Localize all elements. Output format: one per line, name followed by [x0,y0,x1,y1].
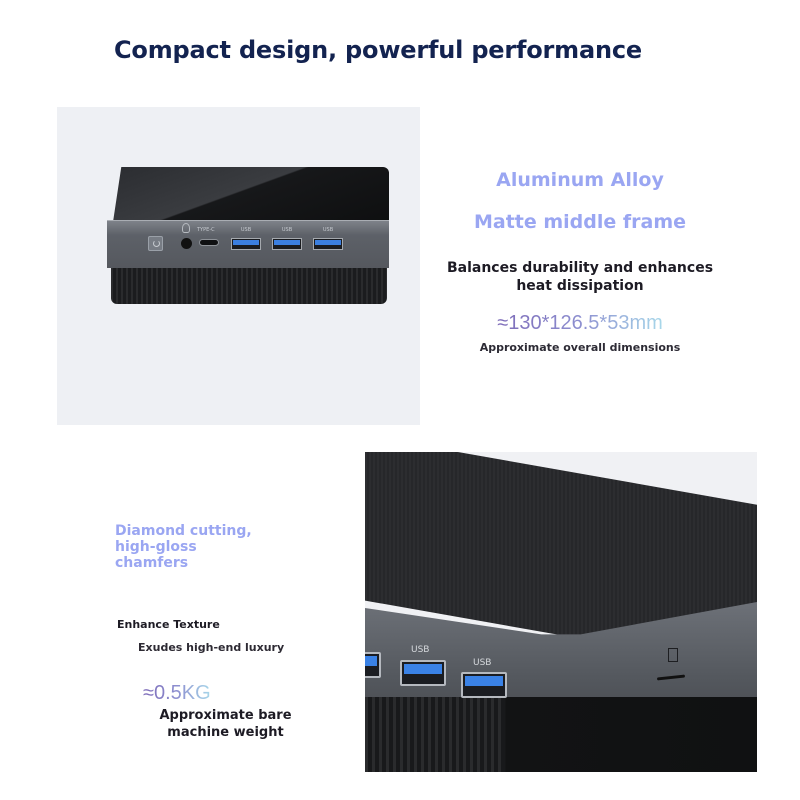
spec-title-matte-frame: Matte middle frame [473,211,687,233]
usb-label: USB [281,227,293,233]
dimensions-text: ≈130*126.5*53mm [497,312,663,334]
page-headline: Compact design, powerful performance [114,36,642,64]
weight-caption-line: Approximate bare [159,708,292,723]
pc-middle-frame: TYPE-C USB USB USB [107,220,389,268]
usb-port-icon [400,660,446,686]
audio-jack-icon [181,238,192,249]
usb-port-icon [272,238,302,250]
dimensions-caption: Approximate overall dimensions [479,341,681,354]
usb-label: USB [411,645,430,655]
dimensions-value: ≈130*126.5*53mm [430,310,730,335]
closeup-base-ribs [365,697,505,772]
feature-line: Diamond cutting, [115,523,252,539]
weight-caption-line: machine weight [167,725,284,740]
weight-text: ≈0.5KG [143,682,211,704]
weight-value: ≈0.5KG [143,680,211,705]
feature-line: high-gloss [115,539,197,555]
usb-port-icon [231,238,261,250]
power-button-icon [148,236,163,251]
diamond-cutting-feature: Diamond cutting, high-gloss chamfers [115,523,252,571]
pc-ribbed-base [111,268,387,304]
spec-title-aluminum: Aluminum Alloy [496,169,664,191]
feature-line: chamfers [115,555,189,571]
pc-top-surface [113,167,389,222]
spec-description-line: Balances durability and enhances [446,260,714,276]
product-front-image: TYPE-C USB USB USB [57,107,420,425]
mini-pc-illustration: TYPE-C USB USB USB [107,167,389,317]
usb-label: USB [322,227,334,233]
headset-icon [182,223,190,233]
usb-port-icon [461,672,507,698]
spec-description: Balances durability and enhances heat di… [430,259,730,295]
usb-port-icon [365,652,381,678]
usb-label: USB [473,658,492,668]
usb-label: USB [240,227,252,233]
sd-card-icon [668,648,678,662]
type-c-port-icon [199,239,219,246]
type-c-label: TYPE-C [197,227,215,233]
weight-caption: Approximate bare machine weight [158,707,293,741]
product-closeup-image: USB USB [365,452,757,772]
usb-port-icon [313,238,343,250]
enhance-texture-label: Enhance Texture [117,618,220,631]
spec-description-line: heat dissipation [516,278,644,294]
luxury-label: Exudes high-end luxury [138,641,285,654]
